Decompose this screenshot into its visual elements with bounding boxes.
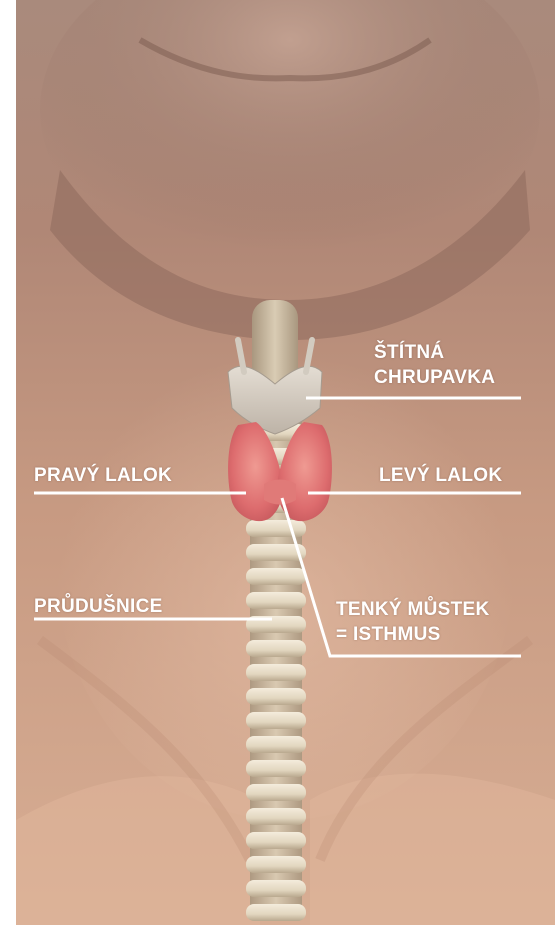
label-isthmus-line1: TENKÝ MŮSTEK [336,597,490,622]
tracheal-ring [246,904,306,921]
tracheal-ring [246,592,306,609]
tracheal-ring [246,760,306,777]
label-thyroid-cartilage-line2: CHRUPAVKA [374,365,495,390]
tracheal-ring [246,736,306,753]
tracheal-ring [246,784,306,801]
tracheal-ring [246,712,306,729]
tracheal-ring [246,880,306,897]
tracheal-ring [246,520,306,537]
label-thyroid-cartilage: ŠTÍTNÁ CHRUPAVKA [374,340,495,390]
tracheal-ring [246,568,306,585]
label-isthmus: TENKÝ MŮSTEK = ISTHMUS [336,597,490,647]
tracheal-ring [246,808,306,825]
tracheal-ring [246,688,306,705]
tracheal-ring [246,832,306,849]
tracheal-ring [246,856,306,873]
tracheal-ring [246,664,306,681]
label-right-lobe: PRAVÝ LALOK [34,463,172,488]
label-isthmus-line2: = ISTHMUS [336,622,490,647]
label-left-lobe: LEVÝ LALOK [379,463,502,488]
tracheal-ring [246,640,306,657]
label-thyroid-cartilage-line1: ŠTÍTNÁ [374,340,495,365]
isthmus [264,480,296,505]
label-trachea: PRŮDUŠNICE [34,594,163,619]
